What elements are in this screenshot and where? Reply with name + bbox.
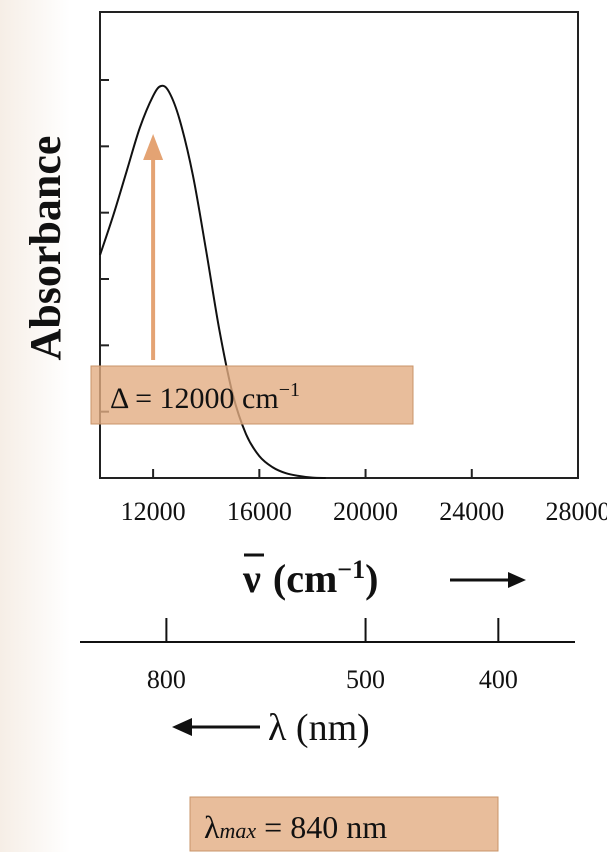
x-tick-label: 20000 (333, 497, 398, 526)
x-axis-label: ν (cm−1) (242, 555, 378, 601)
wavelength-axis-label: λ (nm) (268, 707, 370, 749)
x-tick-label: 28000 (546, 497, 607, 526)
absorption-curve (99, 84, 326, 479)
lambda-subscript: max (220, 818, 257, 843)
x-tick-labels: 12000 16000 20000 24000 28000 (121, 497, 607, 526)
lambda-max-box (189, 796, 499, 852)
x-axis-exponent: −1 (337, 555, 365, 584)
y-axis-label: Absorbance (21, 136, 70, 361)
x-tick-label: 24000 (439, 497, 504, 526)
x-tick-label: 16000 (227, 497, 292, 526)
x-axis-unit: (cm (273, 556, 337, 601)
lambda-max-label: λmax = 840 nm (204, 809, 387, 845)
x-tick-label: 12000 (121, 497, 186, 526)
x-axis-symbol: ν (242, 556, 261, 601)
delta-exponent: −1 (279, 379, 300, 401)
lambda-direction-arrow-head (172, 718, 192, 736)
x-axis-close: ) (365, 556, 378, 601)
wavelength-ticks: 800 500 400 (147, 618, 518, 694)
delta-arrow-head (143, 134, 164, 160)
lambda-max-value: = 840 nm (256, 809, 387, 845)
lambda-symbol: λ (204, 809, 220, 845)
x-direction-arrow-head (508, 572, 526, 588)
x-ticks (152, 469, 579, 478)
delta-prefix: Δ = 12000 cm (110, 382, 279, 415)
delta-box (90, 365, 414, 425)
delta-label: Δ = 12000 cm−1 (110, 379, 300, 415)
wavelength-tick-label: 800 (147, 665, 186, 694)
wavelength-tick-label: 400 (479, 665, 518, 694)
wavelength-tick-label: 500 (346, 665, 385, 694)
